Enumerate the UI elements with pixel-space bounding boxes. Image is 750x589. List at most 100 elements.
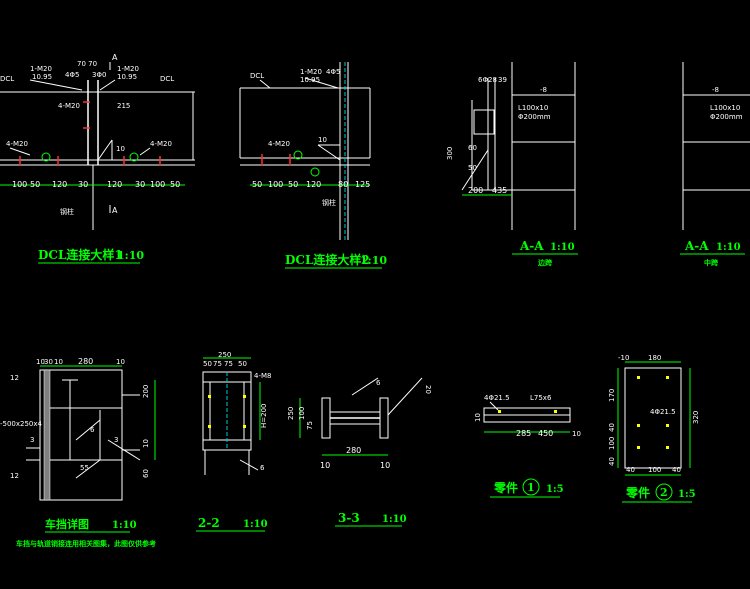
p1-label-5: 10 [572, 430, 581, 438]
d2-dim-5: 125 [355, 180, 370, 189]
p1-scale: 1:5 [546, 484, 564, 495]
aa1-label-1: 28 [488, 76, 497, 84]
d1-label-0: 1-M20 [30, 65, 52, 73]
car-label-9: 12 [10, 472, 19, 480]
car-label-12: 200 [142, 385, 150, 398]
detail-part-1: 4Φ21.5 L75x6 10 285 450 10 零件 1 1:5 [474, 394, 581, 498]
s33-scale: 1:10 [382, 514, 407, 525]
d1-dim-5: 30 [135, 180, 145, 189]
s22-label-2: 75 [213, 360, 222, 368]
p1-label-2: 10 [474, 413, 482, 422]
p2-label-5: 40 [608, 423, 616, 432]
d2-scale: 1:10 [360, 254, 387, 267]
s33-label-3: 100 [298, 407, 306, 420]
s22-scale: 1:10 [243, 519, 268, 530]
s33-label-6: 280 [346, 446, 361, 455]
p1-label-0: 4Φ21.5 [484, 394, 510, 402]
aa1-label-4: L100x10 [518, 104, 548, 112]
aa1-label-0: 6Φ [478, 76, 488, 84]
d1-dim-2: 120 [52, 180, 67, 189]
d2-label-5: 10 [318, 136, 327, 144]
d1-label-14: A [112, 53, 118, 62]
d1-label-16: 钢柱 [60, 207, 74, 216]
car-label-3: 280 [78, 357, 93, 366]
aa1-title: A-A [519, 239, 544, 253]
s33-label-4: 75 [306, 421, 314, 430]
aa2-label-2: Φ200mm [710, 113, 743, 121]
d1-dim-0: 100 [12, 180, 27, 189]
p2-label-3: 170 [608, 389, 616, 402]
aa1-scale: 1:10 [550, 242, 575, 253]
d1-title: DCL连接大样1 [38, 247, 123, 262]
p2-title: 零件 [625, 485, 650, 500]
d1-label-1: 10.95 [32, 73, 52, 81]
car-label-13: 10 [142, 439, 150, 448]
d1-label-10: 215 [117, 102, 130, 110]
d2-label-1: 1-M20 [300, 68, 322, 76]
d1-dim-7: 50 [170, 180, 180, 189]
p1-label-4: 450 [538, 429, 553, 438]
d2-label-4: 4-M20 [268, 140, 290, 148]
d2-label-2: 10.95 [300, 76, 320, 84]
d1-label-12: 4-M20 [6, 140, 28, 148]
car-label-2: 10 [54, 358, 63, 366]
d1-label-9: 4-M20 [58, 102, 80, 110]
s22-label-0: 250 [218, 351, 231, 359]
s22-title: 2-2 [198, 516, 220, 530]
car-label-14: 60 [142, 469, 150, 478]
detail-car-stop: 10 30 10 280 10 12 -500x250x4 3 3 12 55 … [0, 357, 156, 548]
d2-dim-2: 50 [288, 180, 298, 189]
section-3-3: 6 20 250 100 75 10 280 10 3-3 1:10 [287, 377, 432, 527]
d2-dim-3: 120 [306, 180, 321, 189]
s22-label-6: H=200 [260, 404, 268, 429]
aa2-title: A-A [684, 239, 709, 253]
car-title: 车挡详图 [45, 517, 89, 531]
car-label-6: -500x250x4 [0, 420, 43, 428]
s33-label-1: 20 [424, 385, 432, 394]
p1-title: 零件 [493, 480, 518, 495]
d2-dim-4: 80 [338, 180, 348, 189]
d1-label-7: DCL [0, 75, 14, 83]
section-aa-middle-span: -8 L100x10 Φ200mm A-A 1:10 中跨 [680, 62, 750, 267]
d2-label-3: 4Φ5 [326, 68, 340, 76]
car-label-8: 3 [114, 436, 118, 444]
car-label-5: 12 [10, 374, 19, 382]
aa1-label-7: 60 [468, 144, 477, 152]
d1-label-11: 10 [116, 145, 125, 153]
d1-dim-3: 30 [78, 180, 88, 189]
section-aa-edge-span: 6Φ 28 39 -8 L100x10 Φ200mm 300 60 50 200… [446, 62, 578, 267]
s22-label-5: 4-M8 [254, 372, 271, 380]
aa2-scale: 1:10 [716, 242, 741, 253]
p2-label-8: 40 [626, 466, 635, 474]
s22-label-3: 75 [224, 360, 233, 368]
d1-label-3: 4Φ5 [65, 71, 79, 79]
aa1-label-10: 435 [492, 186, 507, 195]
p2-label-4: 320 [692, 411, 700, 424]
d1-label-13: 4-M20 [150, 140, 172, 148]
s33-label-0: 6 [376, 379, 381, 387]
d1-scale: 1:10 [117, 249, 144, 262]
car-label-10: 55 [80, 464, 89, 472]
detail-dcl-connection-1: 1-M20 10.95 70 70 4Φ5 3Φ0 1-M20 10.95 DC… [0, 53, 195, 264]
aa1-label-9: 200 [468, 186, 483, 195]
p2-label-6: 100 [608, 437, 616, 450]
s22-label-4: 50 [238, 360, 247, 368]
aa1-label-5: Φ200mm [518, 113, 551, 121]
p2-label-9: 100 [648, 466, 661, 474]
car-label-11: 6 [90, 426, 95, 434]
aa1-subtitle: 边跨 [537, 258, 553, 267]
d2-title: DCL连接大样2 [285, 252, 370, 267]
d1-label-5: 1-M20 [117, 65, 139, 73]
p2-label-1: 180 [648, 354, 661, 362]
p2-number: 2 [660, 486, 668, 499]
p2-label-10: 40 [672, 466, 681, 474]
detail-part-2: -10 180 4Φ21.5 170 320 40 100 40 40 100 … [608, 354, 700, 503]
p1-number: 1 [527, 481, 535, 494]
d1-dim-1: 50 [30, 180, 40, 189]
aa2-subtitle: 中跨 [704, 258, 719, 267]
s33-label-5: 10 [320, 461, 330, 470]
d2-dim-0: 50 [252, 180, 262, 189]
aa1-label-3: -8 [540, 86, 547, 94]
d2-dim-1: 100 [268, 180, 283, 189]
